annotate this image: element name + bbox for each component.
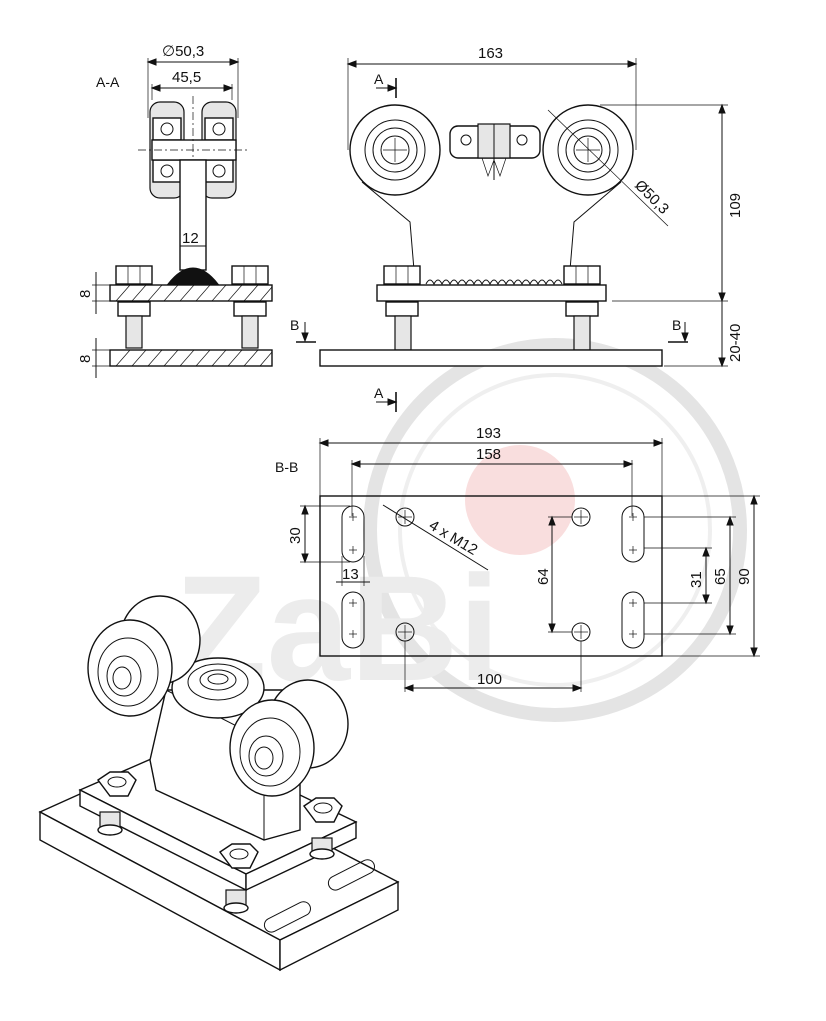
aa-outer-diameter-dim: ∅50,3 xyxy=(162,43,204,60)
bb-slot-length-dim: 30 xyxy=(287,527,304,544)
front-wheel-diameter-dim: Ø50,3 xyxy=(631,177,672,218)
cut-b-left-label: B xyxy=(290,317,299,333)
bb-slot-spacing-outer-dim: 65 xyxy=(712,568,729,585)
front-view: 163 A Ø50,3 xyxy=(290,45,744,412)
bb-bolt-spacing-vertical-dim: 64 xyxy=(535,568,552,585)
front-overall-width-dim: 163 xyxy=(478,45,503,62)
section-bb-label: B-B xyxy=(275,459,298,475)
bb-slot-width-dim: 13 xyxy=(342,566,359,583)
cut-a-top-label: A xyxy=(374,71,384,87)
bb-hole-spacing-dim: 158 xyxy=(476,446,501,463)
aa-plate-thickness-top-dim: 8 xyxy=(77,290,94,298)
aa-plate-thickness-bottom-dim: 8 xyxy=(77,355,94,363)
bb-bolt-spacing-horizontal-dim: 100 xyxy=(477,671,502,688)
bb-plate-height-dim: 90 xyxy=(736,568,753,585)
front-overall-height-dim: 109 xyxy=(727,193,744,218)
isometric-view xyxy=(38,595,400,972)
front-adjust-range-dim: 20-40 xyxy=(727,324,744,362)
bb-slot-spacing-inner-dim: 31 xyxy=(688,571,705,588)
cut-a-bottom-label: A xyxy=(374,385,384,401)
aa-shaft-dim: 12 xyxy=(182,230,199,247)
aa-inner-width-dim: 45,5 xyxy=(172,69,201,86)
section-aa-label: A-A xyxy=(96,74,120,90)
bb-plate-width-dim: 193 xyxy=(476,425,501,442)
cut-b-right-label: B xyxy=(672,317,681,333)
section-aa-view: A-A ∅50,3 45,5 12 xyxy=(77,43,273,378)
